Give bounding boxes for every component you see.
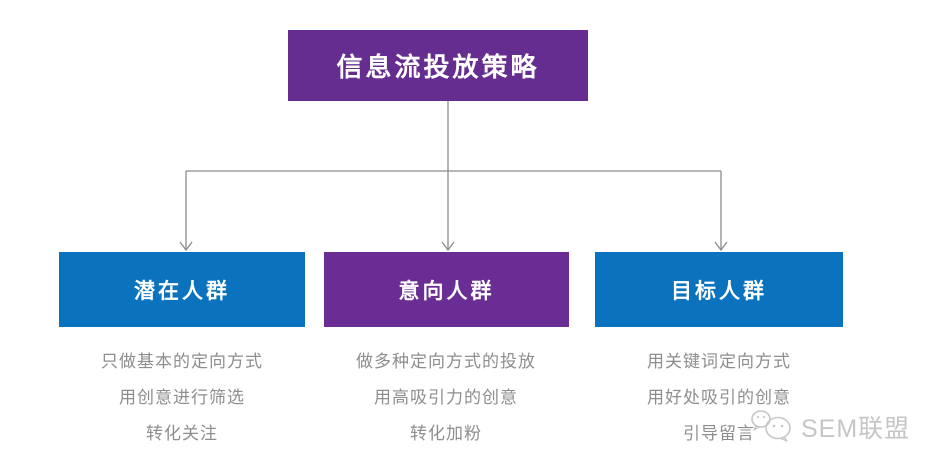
watermark: SEM联盟 [750,408,910,446]
notes-column-yixiang: 做多种定向方式的投放 用高吸引力的创意 转化加粉 [306,344,586,452]
wechat-logo-icon [751,410,791,442]
root-node-label: 信息流投放策略 [336,52,540,82]
note-line: 用创意进行筛选 [119,388,245,407]
child-node-yixiang: 意向人群 [324,252,569,327]
watermark-label: SEM联盟 [801,415,911,443]
child-node-label: 意向人群 [398,279,495,303]
note-line: 用高吸引力的创意 [374,388,518,407]
note-line: 转化加粉 [410,424,482,443]
note-line: 用好处吸引的创意 [647,388,791,407]
root-node: 信息流投放策略 [288,30,588,101]
notes-column-qianzai: 只做基本的定向方式 用创意进行筛选 转化关注 [42,344,322,452]
note-line: 转化关注 [146,424,218,443]
child-node-qianzai: 潜在人群 [59,252,305,327]
note-line: 引导留言 [683,424,755,443]
child-node-label: 潜在人群 [134,279,230,303]
notes-column-mubiao: 用关键词定向方式 用好处吸引的创意 引导留言 [579,344,859,452]
note-line: 只做基本的定向方式 [101,352,263,371]
child-node-mubiao: 目标人群 [595,252,843,327]
child-node-label: 目标人群 [671,279,767,303]
note-line: 用关键词定向方式 [647,352,791,371]
connector-path [185,101,722,249]
note-line: 做多种定向方式的投放 [356,352,536,371]
arrowheads [179,241,728,252]
